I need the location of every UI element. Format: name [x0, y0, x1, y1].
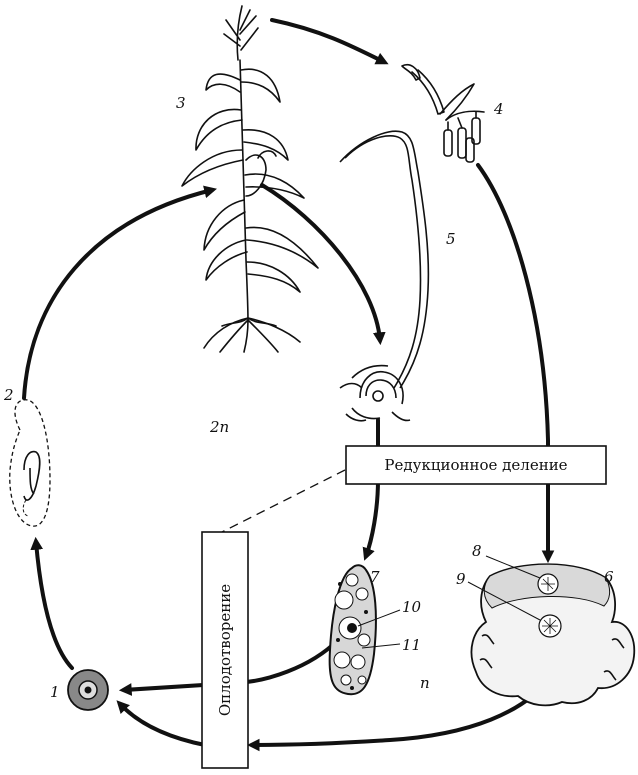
reduction-division-box — [345, 445, 607, 485]
arrow-pollen-to-fertilization — [246, 674, 554, 752]
embryo-sac — [328, 564, 377, 696]
arrow-ovule-to-embryo-sac — [362, 418, 380, 561]
label-5: 5 — [446, 230, 456, 248]
label-10: 10 — [402, 598, 422, 616]
ploidy-diploid-label: 2n — [209, 418, 229, 436]
label-4: 4 — [493, 100, 504, 118]
zygote-cell — [67, 669, 109, 711]
label-6: 6 — [604, 568, 614, 586]
fertilization-box — [201, 531, 249, 769]
arrow-seed-to-plant — [22, 185, 217, 400]
arrow-zygote-to-seed — [30, 536, 74, 670]
label-9: 9 — [456, 570, 466, 588]
stamens-flower — [401, 63, 485, 163]
leader-11 — [361, 643, 401, 649]
label-2: 2 — [3, 386, 14, 404]
reduction-division-label: Редукционное деление — [384, 456, 567, 474]
fertilization-label: Оплодотворение — [216, 584, 234, 716]
silk-and-ovule — [339, 130, 430, 422]
arrow-cob-to-silk — [260, 183, 386, 346]
pollen-grain — [470, 563, 636, 707]
arrow-tassel-to-stamens — [270, 18, 389, 65]
label-7: 7 — [370, 568, 380, 586]
label-11: 11 — [402, 636, 421, 654]
ploidy-haploid-label: n — [420, 674, 430, 692]
label-1: 1 — [50, 683, 60, 701]
corn-plant — [181, 5, 319, 353]
arrow-fertilization-to-zygote — [116, 700, 207, 747]
leader-10 — [357, 609, 401, 627]
label-3: 3 — [176, 94, 186, 112]
label-8: 8 — [472, 542, 482, 560]
arrow-stamens-to-pollen — [476, 163, 555, 564]
seed — [9, 399, 51, 527]
leader-8 — [485, 555, 541, 579]
leader-9 — [467, 581, 541, 621]
box-connector-dashed — [221, 469, 346, 533]
